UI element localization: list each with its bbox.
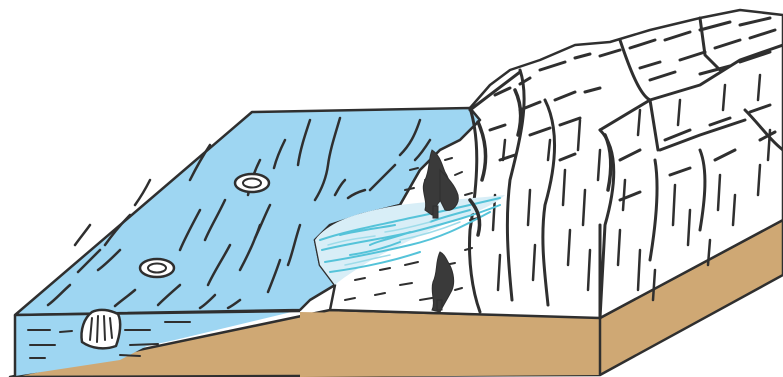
sea-stack <box>81 310 120 349</box>
atoll-upper <box>235 174 269 192</box>
atoll-lower <box>140 259 174 277</box>
